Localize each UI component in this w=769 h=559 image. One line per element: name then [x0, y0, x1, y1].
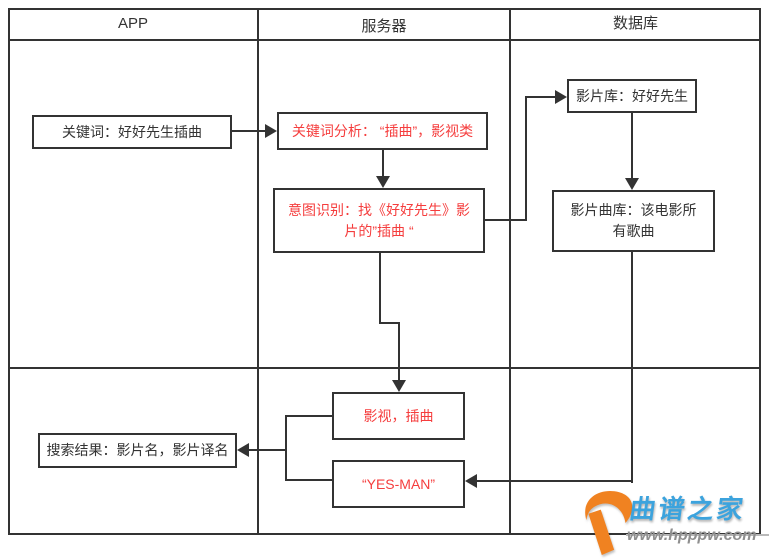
column-divider-app-server — [257, 8, 259, 535]
header-row-divider — [8, 39, 761, 41]
connector-intent-to-movielib-seg1 — [485, 219, 527, 221]
node-movie-song-library: 影片曲库：该电影所有歌曲 — [552, 190, 715, 252]
connector-bracket-bottom — [285, 479, 332, 481]
watermark-site-name: 曲谱之家 — [627, 494, 748, 524]
node-keyword-analysis: 关键词分析： “插曲”，影视类 — [277, 112, 488, 150]
column-header-app: APP — [117, 15, 148, 32]
connector-bracket-vertical — [285, 415, 287, 481]
arrowhead-down-icon — [625, 178, 639, 190]
arrowhead-right-icon — [555, 90, 567, 104]
column-divider-server-db — [509, 8, 511, 535]
connector-bracket-top — [285, 415, 332, 417]
swimlane-outer-border — [8, 8, 761, 535]
connector-intent-to-movielib-seg3 — [527, 96, 555, 98]
watermark: 曲谱之家 www.hpppw.com — [578, 483, 769, 559]
node-movie-library: 影片库：好好先生 — [567, 79, 697, 113]
watermark-site-url: www.hpppw.com — [627, 527, 757, 544]
arrowhead-left-icon — [237, 443, 249, 457]
connector-keyword-to-analysis — [232, 130, 267, 132]
node-intent-recognition: 意图识别：找《好好先生》影片的”插曲 “ — [273, 188, 485, 253]
arrowhead-left-icon — [465, 474, 477, 488]
connector-intent-to-resulttype-seg3 — [398, 322, 400, 380]
column-header-database: 数据库 — [612, 15, 658, 32]
node-keyword: 关键词：好好先生插曲 — [32, 115, 232, 149]
node-result-type: 影视，插曲 — [332, 392, 465, 440]
lane-row-divider — [8, 367, 761, 369]
connector-movielib-to-songlib — [631, 113, 633, 178]
node-search-result: 搜索结果：影片名，影片译名 — [38, 433, 237, 468]
arrowhead-down-icon — [392, 380, 406, 392]
watermark-logo-icon — [585, 491, 633, 555]
connector-analysis-to-intent — [382, 150, 384, 178]
column-header-server: 服务器 — [361, 18, 407, 35]
connector-songlib-to-yesman-seg1 — [631, 252, 633, 483]
arrowhead-right-icon — [265, 124, 277, 138]
connector-songlib-to-yesman-seg2 — [477, 480, 633, 482]
node-yes-man: “YES-MAN” — [332, 460, 465, 508]
arrowhead-down-icon — [376, 176, 390, 188]
connector-intent-to-resulttype-seg2 — [379, 322, 400, 324]
watermark-underline — [626, 534, 769, 536]
connector-to-searchresult — [249, 449, 287, 451]
connector-intent-to-movielib-seg2 — [525, 96, 527, 221]
connector-intent-to-resulttype-seg1 — [379, 253, 381, 324]
